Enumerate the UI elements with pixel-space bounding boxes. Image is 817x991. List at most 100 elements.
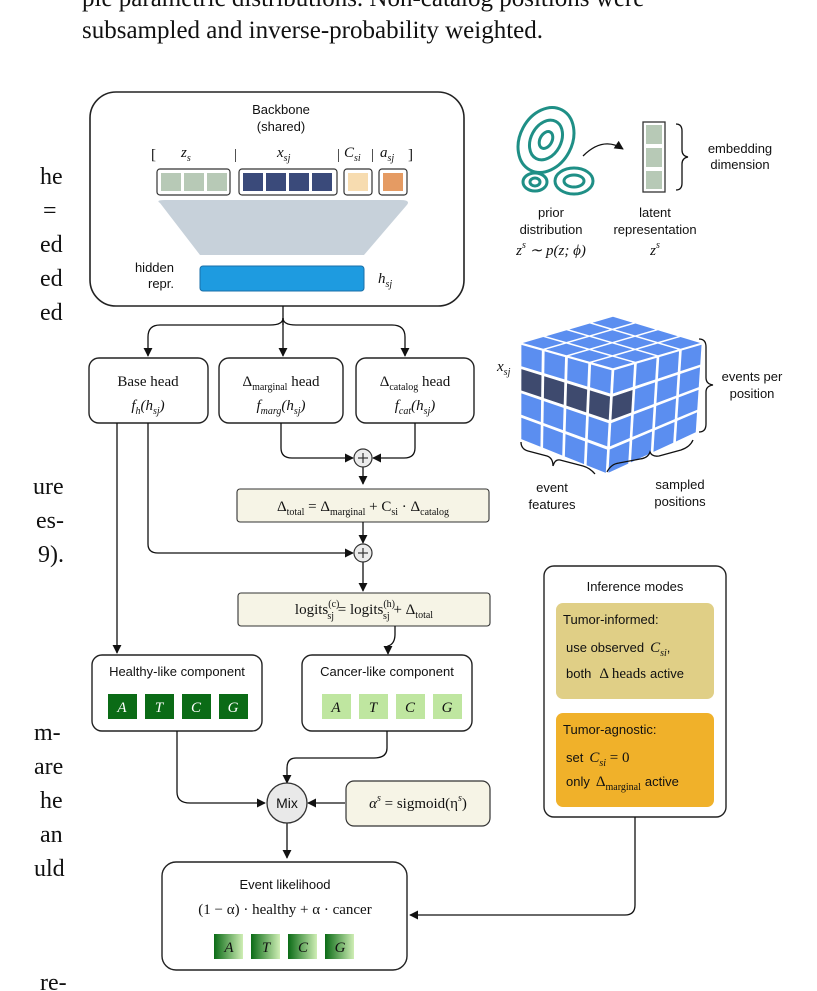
input-labels: [ zs | xsj | Csi | asj ]	[151, 145, 413, 164]
cube-right-voxel	[633, 382, 656, 412]
cube-right-voxel	[678, 367, 701, 395]
features-label-1: event	[536, 480, 568, 495]
prior-distribution-icon	[516, 106, 595, 196]
healthy-base-g	[219, 694, 248, 719]
cancer-title: Cancer-like component	[320, 664, 454, 679]
cube-top-voxel	[637, 343, 678, 356]
alpha-box	[345, 780, 491, 827]
cube-right-voxel	[635, 357, 657, 387]
margin-fragment: m-	[34, 720, 61, 746]
hidden-label-2: repr.	[148, 276, 174, 291]
backbone-box	[89, 91, 465, 307]
events-label-1: events per	[722, 369, 783, 384]
cube-left-voxel	[521, 393, 542, 422]
cube-right-voxel	[653, 421, 675, 452]
margin-fragment: are	[34, 754, 63, 780]
inference-title: Inference modes	[587, 579, 684, 594]
cube-top-voxel	[592, 330, 633, 342]
cube-top-voxel	[522, 337, 564, 349]
margin-fragment: re-	[40, 970, 67, 991]
cube-left-voxel	[588, 390, 611, 420]
event-letter: T	[262, 940, 272, 956]
cancer-letter: G	[442, 700, 453, 716]
prior-to-latent-arrow	[582, 140, 624, 157]
input-label-z: zs	[180, 145, 191, 164]
catalog-head-title: Δcatalog head	[380, 374, 451, 393]
logits-formula: logits(c)sj = logits(h)sj + Δtotal	[295, 599, 433, 622]
healthy-base-t	[145, 694, 174, 719]
cube-right-voxel	[656, 374, 678, 404]
cancer-letter: T	[369, 700, 379, 716]
tumor-informed-title: Tumor-informed:	[563, 612, 659, 627]
healthy-base-c	[182, 694, 211, 719]
cube-left-voxel	[521, 417, 541, 447]
cube-right-voxel	[608, 441, 630, 473]
healthy-letter: C	[191, 700, 202, 716]
features-brace	[520, 441, 596, 475]
input-label-c: Csi	[344, 145, 361, 164]
latent-cell	[646, 171, 662, 189]
margin-fragment: ed	[40, 300, 63, 326]
cube-left-voxel	[567, 357, 589, 387]
cube-left-voxel	[521, 369, 542, 398]
mix-connectors	[176, 731, 388, 859]
sep-3: |	[371, 147, 374, 163]
cancer-component: Cancer-like component A T C G	[301, 654, 473, 732]
cancer-letter: C	[405, 700, 416, 716]
cube-left-voxel	[565, 408, 587, 439]
cube-left-voxel	[566, 383, 588, 413]
cube-left-voxel	[544, 351, 566, 380]
latent-label-2: representation	[613, 222, 696, 237]
latent-z: zs	[649, 240, 660, 259]
x-cell	[289, 173, 309, 191]
margin-fragment: ure	[33, 474, 64, 500]
cancer-base-a	[322, 694, 351, 719]
catalog-head: Δcatalog head fcat(hsj)	[355, 357, 475, 424]
mix-label: Mix	[276, 795, 298, 811]
margin-fragment: 9).	[38, 542, 64, 568]
healthy-letter: A	[116, 700, 127, 716]
inference-to-event-arrow	[409, 817, 636, 920]
margin-fragment: he	[40, 788, 63, 814]
backbone-subtitle: (shared)	[257, 119, 305, 134]
logits-box	[237, 592, 491, 627]
margin-fragment: uld	[34, 856, 65, 882]
cancer-base-t	[359, 694, 388, 719]
base-head-function: fh(hsj)	[131, 398, 164, 417]
catalog-head-function: fcat(hsj)	[395, 398, 436, 417]
cube-top-voxel	[546, 330, 587, 343]
events-label-2: position	[730, 386, 775, 401]
paper-text-line-2: subsampled and inverse-probability weigh…	[82, 17, 543, 44]
embedding-label-2: dimension	[710, 157, 769, 172]
cube-top-voxel	[615, 323, 656, 336]
plus-node-2	[353, 543, 373, 563]
cube-top-voxel	[660, 337, 701, 349]
marginal-head-title: Δmarginal head	[242, 374, 320, 393]
cube-left-voxel	[543, 376, 565, 405]
margin-fragment: ed	[40, 232, 63, 258]
prior-formula: zs ∼ p(z; ϕ)	[515, 240, 586, 259]
margin-fragment: es-	[36, 508, 64, 534]
marginal-head: Δmarginal head fmarg(hsj)	[218, 357, 344, 424]
h-label: hsj	[378, 271, 392, 290]
sampled-brace	[606, 439, 694, 473]
bracket-close: ]	[408, 147, 413, 163]
x-cell	[312, 173, 332, 191]
margin-fragment: an	[40, 822, 63, 848]
cube-right-voxel	[654, 398, 677, 428]
tumor-informed-box	[556, 603, 714, 699]
input-label-a: asj	[380, 145, 394, 164]
event-base-a	[214, 934, 243, 959]
head-to-sum-connectors	[280, 423, 416, 485]
z-cell	[207, 173, 227, 191]
prior-label-1: prior	[538, 205, 565, 220]
prior-label-2: distribution	[520, 222, 583, 237]
cancer-base-g	[433, 694, 462, 719]
event-likelihood: Event likelihood (1 − α) · healthy + α ·…	[161, 861, 408, 971]
sum-2-connectors	[147, 423, 368, 592]
latent-vector	[642, 121, 666, 193]
event-cube	[521, 316, 702, 473]
